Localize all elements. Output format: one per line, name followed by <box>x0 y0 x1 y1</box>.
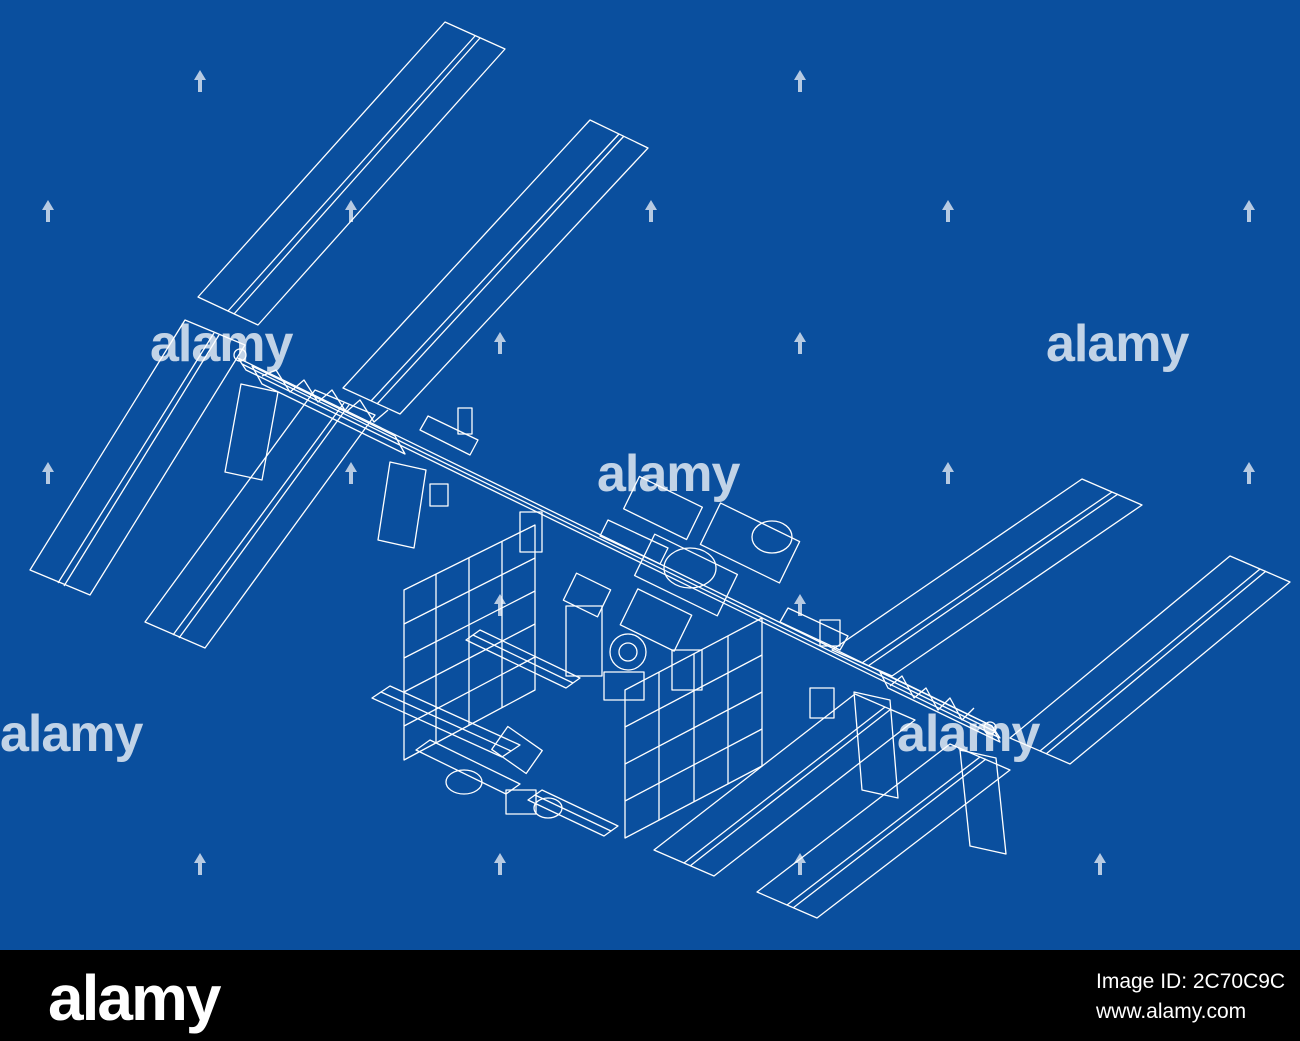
watermark-text: alamy <box>597 445 740 503</box>
watermark-mark-icon <box>194 853 206 875</box>
solar-array-right-upper-a <box>831 478 1143 677</box>
small-solar-panels <box>371 629 619 837</box>
watermark-mark-icon <box>494 853 506 875</box>
radiator-right <box>853 691 1007 855</box>
main-truss <box>237 357 1001 743</box>
solar-array-lower-left-b <box>144 389 376 649</box>
space-station-illustration <box>29 21 1291 919</box>
watermark-mark-icon <box>794 70 806 92</box>
center-radiator-grid-left <box>403 524 536 761</box>
watermark-mark-icon <box>942 200 954 222</box>
watermark-mark-icon <box>794 594 806 616</box>
watermark-text: alamy <box>0 705 143 763</box>
watermark-mark-icon <box>1243 462 1255 484</box>
watermark-mark-icon <box>942 462 954 484</box>
solar-array-lower-left-a <box>29 319 246 596</box>
truss-details <box>233 348 997 735</box>
solar-array-upper-left-a <box>197 21 506 326</box>
watermark-text: alamy <box>897 705 1040 763</box>
docked-spacecraft <box>445 725 563 819</box>
watermark-text: alamy <box>1046 315 1189 373</box>
solar-array-right-lower-b <box>756 743 1011 919</box>
watermark-mark-icon <box>1243 200 1255 222</box>
site-url: www.alamy.com <box>1096 1000 1247 1023</box>
watermark-mark-icon <box>494 594 506 616</box>
watermark-mark-icon <box>1094 853 1106 875</box>
solar-array-right-lower-a <box>653 693 916 877</box>
image-id-label: Image ID: 2C70C9C <box>1096 970 1286 993</box>
brand-logo: alamy <box>48 962 221 1034</box>
watermark-mark-icon <box>345 462 357 484</box>
watermark-mark-icon <box>42 462 54 484</box>
watermark-mark-icon <box>794 332 806 354</box>
solar-array-upper-left-b <box>342 119 649 415</box>
watermark-mark-icon <box>345 200 357 222</box>
watermark-text: alamy <box>150 315 293 373</box>
watermark-mark-icon <box>794 853 806 875</box>
watermark-mark-icon <box>194 70 206 92</box>
watermark-mark-icon <box>42 200 54 222</box>
footer-bar: alamy Image ID: 2C70C9C www.alamy.com <box>0 950 1300 1041</box>
watermark-mark-icon <box>645 200 657 222</box>
watermark-mark-icon <box>494 332 506 354</box>
solar-array-right-upper-b <box>1009 555 1291 765</box>
habitation-modules <box>562 475 801 701</box>
blueprint-panel: alamy alamy alamy alamy alamy <box>0 0 1300 950</box>
